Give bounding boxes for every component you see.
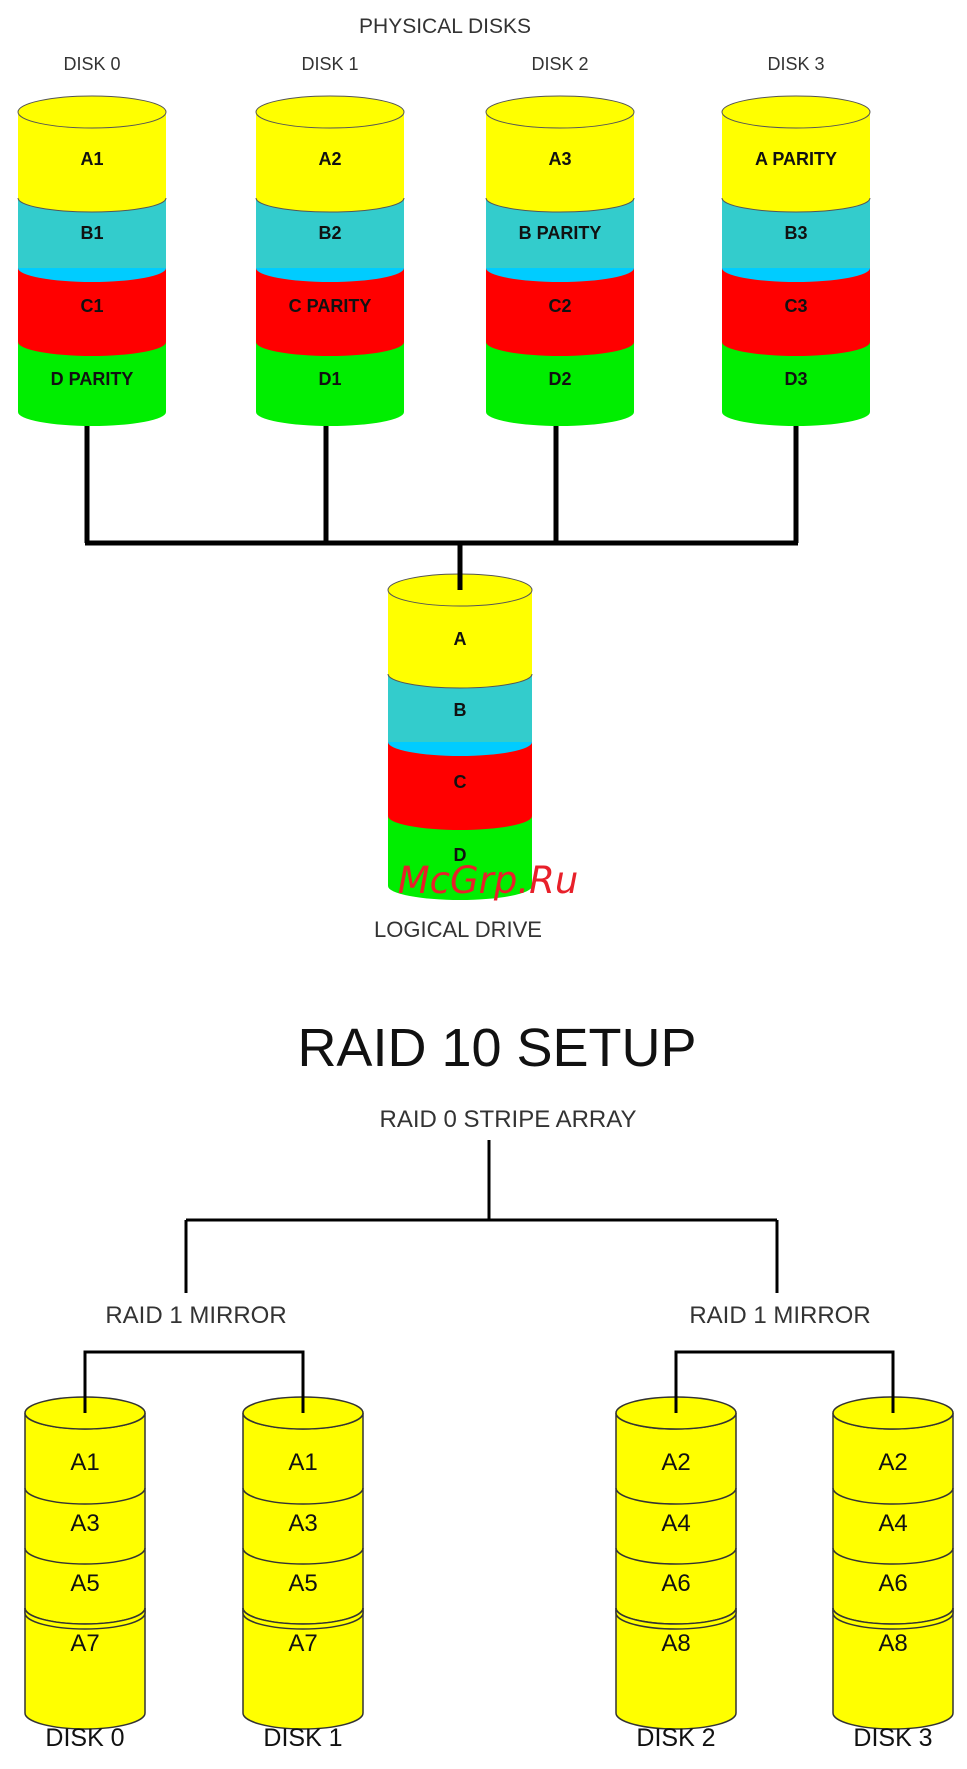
segment-label: A	[454, 629, 467, 649]
segment-label: A3	[548, 149, 571, 169]
mirror-disk-2	[616, 1352, 736, 1729]
block-label: A7	[288, 1630, 317, 1657]
block-label: A3	[288, 1510, 317, 1537]
block-label: A4	[878, 1510, 907, 1537]
segment-label: B2	[318, 223, 341, 243]
block-label: A2	[661, 1449, 690, 1476]
watermark: McGrp.Ru	[398, 859, 579, 902]
disk-label: DISK 1	[263, 1724, 342, 1752]
segment-label: A1	[80, 149, 103, 169]
logical-drive: A B C D	[388, 543, 532, 900]
block-label: A6	[661, 1570, 690, 1597]
physical-disk-3: DISK 3 A PARITY B3 C3 D3	[722, 54, 870, 426]
block-label: A3	[70, 1510, 99, 1537]
segment-label: C3	[784, 296, 807, 316]
physical-disk-2: DISK 2 A3 B PARITY C2 D2	[486, 54, 634, 426]
raid10-section: RAID 10 SETUP RAID 0 STRIPE ARRAY RAID 1…	[25, 1018, 953, 1752]
disk-label: DISK 3	[767, 54, 824, 74]
stripe-array-label: RAID 0 STRIPE ARRAY	[380, 1106, 637, 1133]
segment-label: C1	[80, 296, 103, 316]
segment-label: B PARITY	[519, 223, 602, 243]
segment-label: C PARITY	[289, 296, 372, 316]
raid10-connectors	[85, 1140, 893, 1413]
raid5-section: PHYSICAL DISKS DISK 0 A1 B1 C1 D PARIT	[18, 15, 870, 942]
segment-label: D1	[318, 369, 341, 389]
physical-disk-1: DISK 1 A2 B2 C PARITY D1	[256, 54, 404, 426]
block-label: A5	[70, 1570, 99, 1597]
segment-label: D3	[784, 369, 807, 389]
disk-label: DISK 2	[531, 54, 588, 74]
segment-label: A PARITY	[755, 149, 837, 169]
disk-label: DISK 2	[636, 1724, 715, 1752]
block-label: A8	[878, 1630, 907, 1657]
mirror-disk-0	[25, 1352, 145, 1729]
mirror-label: RAID 1 MIRROR	[105, 1302, 286, 1329]
block-label: A7	[70, 1630, 99, 1657]
mirror-label: RAID 1 MIRROR	[689, 1302, 870, 1329]
segment-label: D2	[548, 369, 571, 389]
disk-label: DISK 1	[301, 54, 358, 74]
logical-drive-label: LOGICAL DRIVE	[374, 917, 542, 942]
raid10-title: RAID 10 SETUP	[297, 1018, 696, 1078]
segment-label: C	[454, 772, 467, 792]
segment-label: B1	[80, 223, 103, 243]
block-label: A5	[288, 1570, 317, 1597]
block-label: A8	[661, 1630, 690, 1657]
disk-label: DISK 0	[63, 54, 120, 74]
block-label: A2	[878, 1449, 907, 1476]
physical-disks-title: PHYSICAL DISKS	[359, 15, 531, 38]
segment-label: D PARITY	[51, 369, 134, 389]
block-label: A6	[878, 1570, 907, 1597]
block-label: A1	[70, 1449, 99, 1476]
block-label: A4	[661, 1510, 690, 1537]
block-label: A1	[288, 1449, 317, 1476]
physical-disk-0: DISK 0 A1 B1 C1 D PARITY	[18, 54, 166, 426]
mirror-disk-3	[833, 1352, 953, 1729]
segment-label: B	[454, 700, 467, 720]
disk-label: DISK 3	[853, 1724, 932, 1752]
segment-label: C2	[548, 296, 571, 316]
segment-label: A2	[318, 149, 341, 169]
raid5-connectors	[85, 420, 798, 590]
mirror-disk-1	[243, 1352, 363, 1729]
segment-label: B3	[784, 223, 807, 243]
disk-label: DISK 0	[45, 1724, 124, 1752]
